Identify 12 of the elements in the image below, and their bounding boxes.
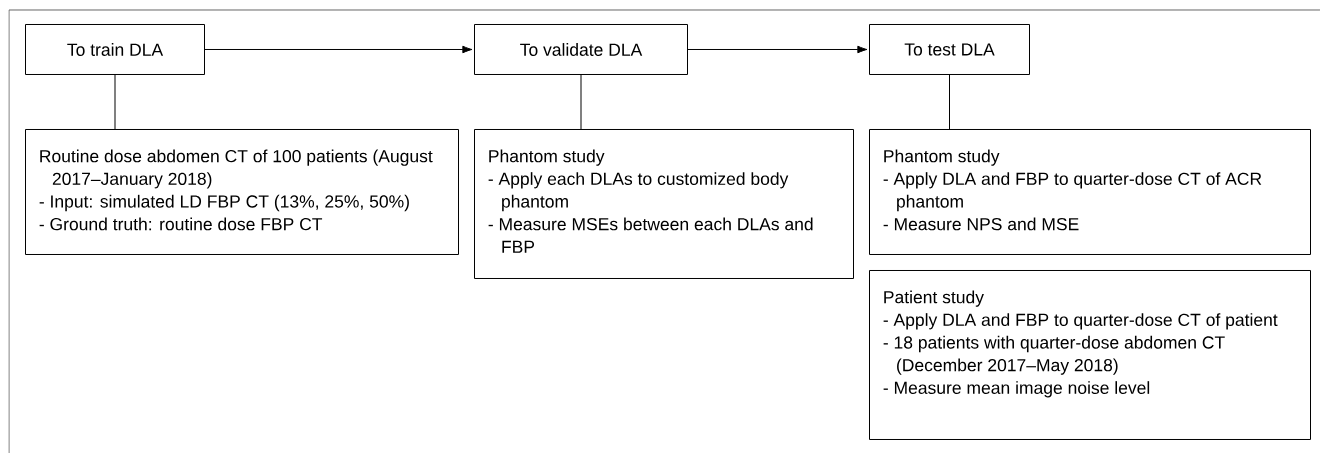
step-box: To test DLA bbox=[869, 24, 1030, 75]
connector-line bbox=[949, 74, 950, 130]
connector-line bbox=[580, 74, 582, 130]
arrow bbox=[687, 45, 868, 54]
step-box: To train DLA bbox=[25, 24, 205, 75]
description-box: Routine dose abdomen CT of 100 patients (August 2017–January 2018) - Input: simulated LD FBP CT (13%, 25%, 50%) - Ground truth: routine dose FBP CT bbox=[25, 129, 459, 255]
step-box: To validate DLA bbox=[474, 24, 688, 75]
connector-line bbox=[114, 74, 116, 130]
description-box: Phantom study - Apply DLA and FBP to quarter-dose CT of ACR phantom - Measure NPS and MSE bbox=[869, 129, 1311, 255]
description-box: Phantom study - Apply each DLAs to customized body phantom - Measure MSEs between each DLAs and FBP bbox=[474, 129, 854, 279]
description-box: Patient study - Apply DLA and FBP to quarter-dose CT of patient - 18 patients with quarter-dose abdomen CT (December 2017–May 2018) - Measure mean image noise level bbox=[869, 270, 1311, 440]
arrow bbox=[204, 45, 473, 54]
